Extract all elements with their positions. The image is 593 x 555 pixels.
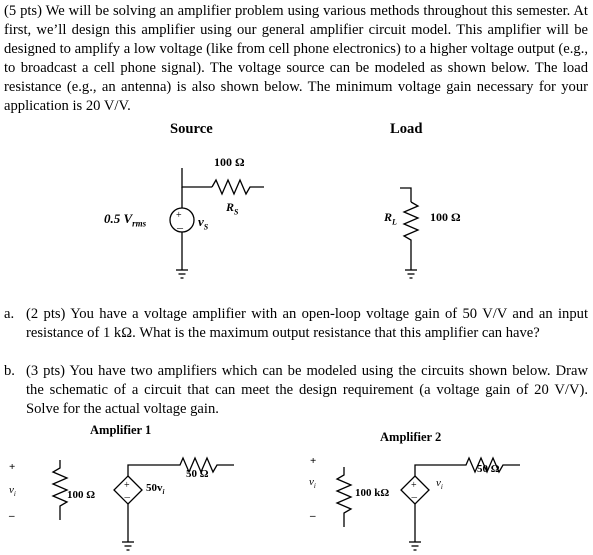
amp1-rin-label: 100 Ω [67, 489, 96, 501]
rl-resistor [402, 201, 420, 270]
amplifier2-title: Amplifier 2 [380, 430, 442, 444]
question-a-text: (2 pts) You have a voltage amplifier wit… [26, 306, 588, 341]
question-b: b. (3 pts) You have two amplifiers which… [4, 362, 588, 419]
amp1-plus: + [9, 461, 16, 473]
load-heading: Load [390, 121, 423, 137]
svg-text:+: + [124, 480, 130, 491]
amp1-minus: – [9, 510, 15, 522]
rl-value-label: 100 Ω [430, 210, 461, 224]
rs-resistor [211, 178, 264, 196]
amp1-rin-resistor [51, 460, 69, 520]
amp2-rin-label: 100 kΩ [355, 487, 390, 499]
question-b-label: b. [4, 363, 15, 379]
question-b-text: (3 pts) You have two amplifiers which ca… [26, 363, 588, 417]
problem-intro: (5 pts) We will be solving an amplifier … [4, 3, 588, 114]
amplifier1-title: Amplifier 1 [90, 423, 152, 437]
amp2-plus: + [310, 455, 317, 467]
source-top-wire [181, 168, 212, 188]
load-top-wire [400, 187, 412, 202]
svg-text:–: – [411, 491, 418, 503]
rs-value-label: 100 Ω [214, 155, 245, 169]
amp2-rin-resistor [335, 467, 353, 527]
source-heading: Source [170, 121, 213, 137]
svg-text:+: + [411, 480, 417, 491]
amp2-rout-resistor [414, 456, 520, 476]
question-a-label: a. [4, 306, 15, 322]
amp2-minus: – [310, 510, 316, 522]
vs-plus-sign: + [176, 210, 182, 221]
vs-name-label: vS [198, 214, 209, 232]
vs-minus-sign: – [176, 220, 184, 234]
source-load-circuit: + – [169, 168, 420, 279]
question-a: a. (2 pts) You have a voltage amplifier … [4, 305, 588, 343]
amp1-vi-label: vi [9, 484, 16, 499]
svg-text:–: – [124, 491, 131, 503]
rl-name-label: RL [384, 210, 397, 227]
amp2-vi-label: vi [309, 476, 316, 491]
amp2-gain-label: vi [436, 477, 443, 492]
rs-name-label: RS [226, 200, 239, 217]
amp2-rout-label: 50 Ω [477, 463, 500, 475]
amp1-gain-label: 50vi [146, 482, 165, 497]
amp1-rout-resistor [127, 456, 234, 476]
vs-amplitude-label: 0.5 Vrms [104, 211, 147, 229]
amplifier-circuits: + – + – [51, 456, 520, 551]
amp1-rout-label: 50 Ω [186, 468, 209, 480]
